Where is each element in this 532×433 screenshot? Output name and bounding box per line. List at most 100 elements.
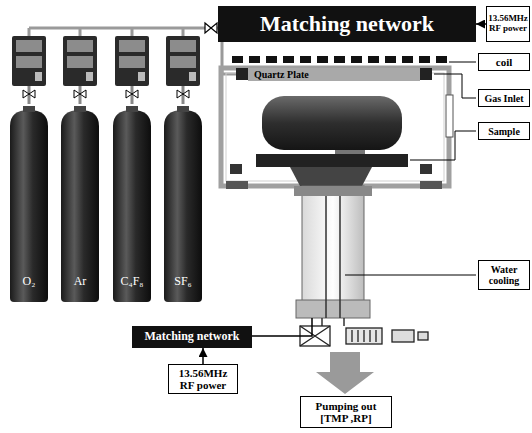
coil-winding [368, 56, 379, 63]
cylinder-neck [23, 106, 35, 112]
gas-cylinder: Ar [59, 106, 101, 302]
mass-flow-controller [170, 40, 196, 52]
coil-winding [232, 56, 447, 63]
coil-winding [419, 56, 430, 63]
electrode-stage [226, 181, 248, 189]
mass-flow-controller [119, 56, 145, 68]
coil-winding [249, 56, 260, 63]
cylinder-neck [74, 106, 86, 112]
gas-inlet-port [236, 68, 248, 80]
coil-winding [385, 56, 396, 63]
mass-flow-controller [35, 72, 42, 81]
leader-line [449, 62, 476, 63]
rf-power-box: 13.56MHz RF power [486, 6, 530, 42]
mass-flow-controller [63, 36, 97, 86]
gas-cylinder: O₂ [8, 106, 50, 302]
coil-winding [283, 56, 294, 63]
pedestal-shaft [296, 300, 370, 318]
mass-flow-controller [12, 36, 200, 104]
chamber-wall [221, 68, 449, 186]
gas-inlet-port [236, 68, 432, 80]
gas-valve [205, 23, 217, 33]
signal-arrow [202, 348, 204, 364]
gas-name: C₄F₈ [120, 275, 143, 288]
electrode-stage [420, 164, 432, 174]
mass-flow-controller [12, 36, 46, 86]
coil-winding [232, 56, 243, 63]
coil-winding [317, 56, 328, 63]
water-cooling-pipe [326, 196, 340, 318]
view-port [446, 95, 453, 137]
pump-symbol [352, 330, 376, 342]
node-text: Sample [488, 126, 520, 137]
part-label: Water cooling [478, 260, 530, 290]
mass-flow-controller [177, 90, 189, 98]
cylinder-shape [162, 106, 204, 302]
node-text: Quartz Plate [254, 69, 309, 80]
cylinder-shape [8, 106, 50, 302]
electrode-stage [256, 154, 408, 167]
cylinder-neck [126, 106, 138, 112]
part-label: Gas Inlet [478, 89, 530, 107]
pedestal-shaft [294, 186, 372, 318]
signal-arrow [476, 23, 486, 25]
matching-network-box: Matching network [132, 326, 252, 348]
mass-flow-controller [16, 56, 42, 68]
coil-winding [436, 56, 447, 63]
part-label: coil [478, 53, 530, 71]
coil-winding [334, 56, 345, 63]
electrode-stage [420, 181, 442, 189]
water-cooling-pipe [322, 318, 344, 326]
coil-winding [300, 56, 311, 63]
mass-flow-controller [74, 90, 86, 98]
gas-name: Ar [74, 275, 87, 288]
gas-name: SF₆ [174, 275, 192, 288]
mass-flow-controller [119, 40, 145, 52]
mass-flow-controller [170, 56, 196, 68]
pump-symbol [346, 328, 382, 344]
electrode-stage [226, 150, 442, 189]
electrode-stage [290, 167, 372, 186]
node-text: coil [496, 56, 513, 68]
pump-symbol [418, 332, 428, 340]
cylinder-shape [164, 110, 202, 302]
pedestal-shaft [302, 186, 364, 304]
gas-inlet-port [420, 68, 432, 80]
pumping-arrow [316, 352, 374, 394]
pump-symbol [300, 326, 428, 346]
cylinder-shape [10, 110, 48, 302]
node-text: Matching network [145, 330, 240, 343]
mass-flow-controller [23, 90, 35, 98]
node-text: Matching network [260, 12, 434, 36]
gas-name: O₂ [23, 275, 36, 288]
chamber-wall [221, 68, 449, 186]
mass-flow-controller [115, 36, 149, 86]
mass-flow-controller [126, 90, 138, 98]
gas-line [29, 27, 205, 30]
cylinder-shape [113, 110, 151, 302]
pedestal-shaft [294, 186, 372, 196]
leader-line [345, 275, 476, 276]
mass-flow-controller [67, 56, 93, 68]
mass-flow-controller [189, 72, 196, 81]
gas-cylinder: C₄F₈ [111, 106, 153, 302]
leader-line [345, 62, 476, 275]
pumping-box: Pumping out [TMP ,RP] [300, 396, 392, 428]
mass-flow-controller [86, 72, 93, 81]
coil-winding [402, 56, 413, 63]
mass-flow-controller [67, 40, 93, 52]
node-text: 13.56MHz RF power [172, 367, 234, 391]
coil-winding [351, 56, 362, 63]
gas-cylinder: SF₆ [162, 106, 204, 302]
matching-network-box: Matching network [218, 6, 476, 42]
gas-valve [205, 23, 217, 33]
mass-flow-controller [166, 36, 200, 86]
water-cooling-pipe [322, 196, 344, 326]
rf-feed-line [252, 318, 312, 336]
part-label: Sample [478, 122, 530, 140]
pump-symbol [392, 330, 414, 342]
cylinder-shape [59, 106, 101, 302]
rf-power-box: 13.56MHz RF power [168, 364, 238, 394]
coil-winding [266, 56, 277, 63]
